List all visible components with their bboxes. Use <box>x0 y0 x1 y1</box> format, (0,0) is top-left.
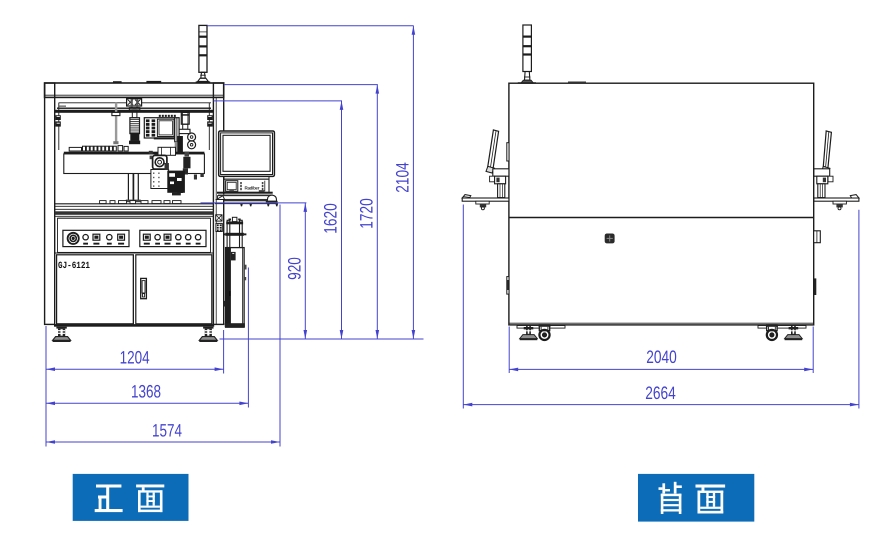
svg-text:1574: 1574 <box>152 420 182 440</box>
svg-text:1368: 1368 <box>131 382 161 402</box>
svg-text:2664: 2664 <box>645 383 676 403</box>
svg-text:1720: 1720 <box>357 198 377 228</box>
svg-text:2104: 2104 <box>392 162 412 192</box>
svg-text:2040: 2040 <box>646 347 677 367</box>
svg-text:1204: 1204 <box>120 348 150 368</box>
svg-text:Radiber: Radiber <box>245 185 260 190</box>
svg-text:GJ-6121: GJ-6121 <box>58 260 90 271</box>
svg-text:920: 920 <box>285 257 305 280</box>
svg-text:1620: 1620 <box>321 203 341 233</box>
